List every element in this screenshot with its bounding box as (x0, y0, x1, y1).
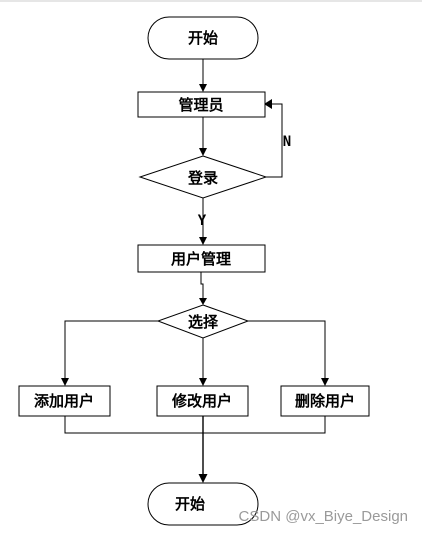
node-admin: 管理员 (137, 91, 266, 118)
arrow-admin-login (199, 148, 207, 156)
watermark-text: CSDN @vx_Biye_Design (239, 508, 408, 525)
user-manage-label: 用户管理 (171, 250, 231, 268)
admin-process-shape (137, 91, 266, 118)
delete-user-label: 删除用户 (295, 392, 355, 410)
edit-user-process-shape (156, 385, 249, 417)
edge-add-merge (64, 416, 203, 434)
edge-login-no-loop (266, 103, 283, 178)
end-label: 开始 (175, 495, 205, 513)
arrow-manage-choose (199, 298, 207, 305)
choose-label: 选择 (188, 313, 219, 331)
start-label: 开始 (188, 29, 218, 47)
admin-label: 管理员 (178, 96, 223, 114)
node-start: 开始 (147, 16, 259, 60)
arrow-edit-end (198, 474, 208, 483)
edit-user-label: 修改用户 (171, 392, 232, 410)
top-border (0, 0, 422, 2)
login-decision-shape (138, 155, 268, 199)
edge-choose-delete (248, 320, 326, 378)
user-manage-process-shape (137, 244, 266, 273)
arrow-choose-delete (321, 378, 329, 386)
add-user-process-shape (18, 385, 111, 417)
node-end: 开始 (147, 482, 259, 526)
add-user-label: 添加用户 (34, 392, 94, 410)
node-edit-user: 修改用户 (156, 385, 249, 417)
connectors (61, 59, 329, 483)
edge-label-no: N (283, 134, 291, 150)
edge-label-yes: Y (198, 213, 207, 229)
arrow-login-no-loop (264, 99, 272, 109)
end-terminal-shape (147, 482, 259, 526)
arrow-start-admin (199, 84, 207, 92)
start-terminal-shape (147, 16, 259, 60)
node-choose: 选择 (156, 304, 250, 339)
login-label: 登录 (187, 169, 218, 187)
arrow-choose-edit (199, 378, 207, 386)
arrow-choose-add (61, 378, 69, 386)
node-add-user: 添加用户 (18, 385, 111, 417)
node-user-manage: 用户管理 (137, 244, 266, 273)
edge-manage-choose (200, 272, 204, 298)
edge-delete-merge (203, 416, 326, 434)
choose-decision-shape (156, 304, 250, 339)
delete-user-process-shape (280, 385, 370, 417)
node-login: 登录 (138, 155, 268, 199)
node-delete-user: 删除用户 (280, 385, 370, 417)
arrow-login-yes (199, 237, 207, 245)
edge-choose-add (64, 320, 158, 378)
